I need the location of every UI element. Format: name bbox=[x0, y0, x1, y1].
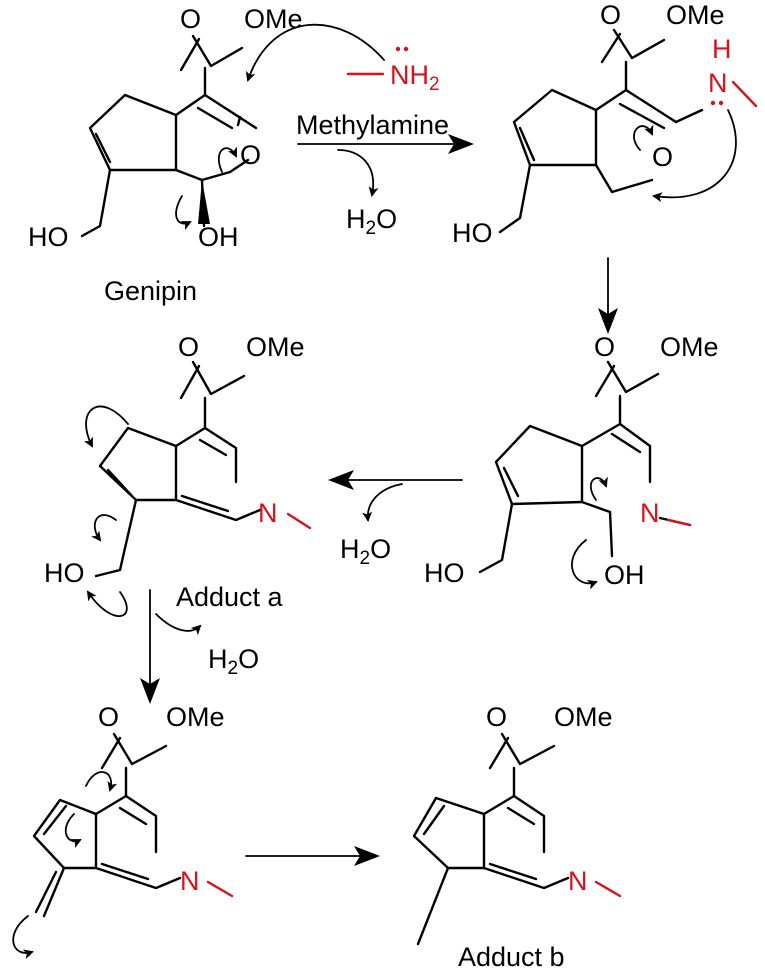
hydroxymethyl-oh: HO bbox=[424, 558, 465, 588]
water-3: H2O bbox=[340, 534, 391, 569]
carbonyl-oxygen: O bbox=[600, 0, 621, 30]
ester-group: OMe bbox=[660, 332, 719, 362]
ring-oxygen: O bbox=[240, 140, 261, 170]
carbonyl-oxygen: O bbox=[180, 4, 201, 34]
hydroxymethyl-oh: HO bbox=[44, 558, 85, 588]
ester-group: OMe bbox=[166, 702, 225, 732]
ring-nitrogen: N bbox=[568, 866, 588, 896]
carbonyl-oxygen: O bbox=[98, 702, 119, 732]
imine-h: H bbox=[712, 34, 732, 64]
water-loss-arrow-3 bbox=[362, 483, 403, 522]
genipin-label: Genipin bbox=[104, 276, 197, 306]
exocyclic-intermediate: O OMe N bbox=[12, 702, 234, 960]
adduct-b-label: Adduct b bbox=[458, 942, 565, 972]
aldehyde-oxygen: O bbox=[652, 142, 673, 172]
hemiaminal-oh: OH bbox=[604, 560, 645, 590]
hydroxymethyl-oh: HO bbox=[452, 218, 493, 248]
water-loss-arrow-4 bbox=[155, 613, 202, 636]
water-loss-arrow-1 bbox=[337, 149, 379, 197]
imine-nitrogen: N bbox=[708, 68, 728, 98]
hemiacetal-oh: OH bbox=[198, 222, 239, 252]
water-4: H2O bbox=[208, 644, 259, 679]
adduct-a-structure: O OMe N HO bbox=[44, 332, 312, 617]
ester-group: OMe bbox=[554, 702, 613, 732]
ring-nitrogen: N bbox=[258, 498, 278, 528]
water-1: H2O bbox=[346, 204, 397, 239]
ring-opened-intermediate: O OMe H N O HO bbox=[452, 0, 758, 248]
ring-nitrogen: N bbox=[180, 866, 200, 896]
carbonyl-oxygen: O bbox=[594, 332, 615, 362]
adduct-a-label: Adduct a bbox=[176, 582, 284, 612]
hydroxymethyl-oh: HO bbox=[28, 222, 69, 252]
cyclized-hemiaminal: O OMe N HO OH bbox=[424, 332, 719, 590]
ester-group: OMe bbox=[246, 332, 305, 362]
amine-nitrogen: NH2 bbox=[390, 60, 440, 95]
ring-nitrogen: N bbox=[640, 498, 660, 528]
adduct-b-structure: O OMe N bbox=[412, 702, 622, 946]
ester-group: OMe bbox=[666, 0, 725, 30]
carbonyl-oxygen: O bbox=[178, 332, 199, 362]
methylamine-nucleophile: NH2 bbox=[245, 23, 440, 95]
ester-group: OMe bbox=[244, 4, 303, 34]
genipin-structure: O OMe O HO OH bbox=[28, 4, 303, 252]
carbonyl-oxygen: O bbox=[486, 702, 507, 732]
reagent-label: Methylamine bbox=[296, 110, 449, 140]
